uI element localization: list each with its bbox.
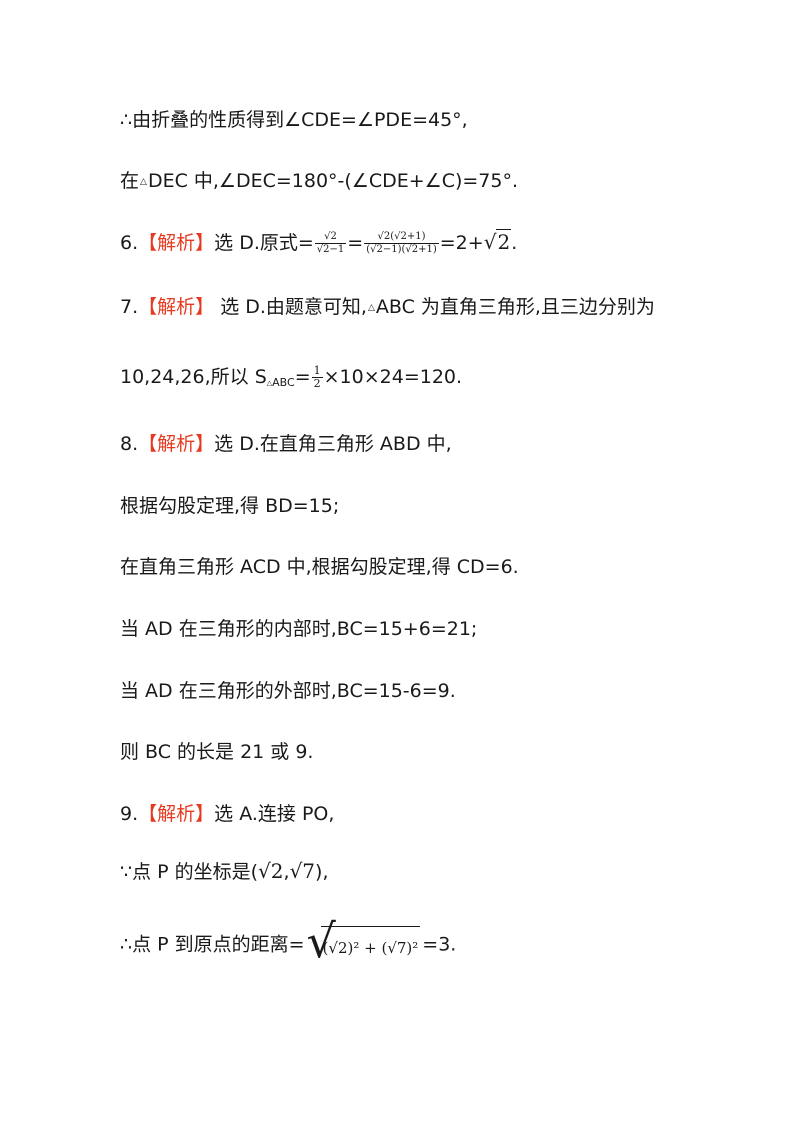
line-14-prefix: ∴点 P 到原点的距离= <box>120 933 305 956</box>
comma: , <box>283 861 290 883</box>
equals-sign: = <box>347 232 364 254</box>
fraction-denominator: 2 <box>313 377 321 390</box>
line-2-text: DEC 中,∠DEC=180°-(∠CDE+∠C)=75°. <box>147 170 519 192</box>
line-7-text: 根据勾股定理,得 BD=15; <box>120 495 340 517</box>
line-2-prefix: 在 <box>120 170 140 192</box>
radicand: 2 <box>496 229 512 254</box>
distance-radical: √(√2)² + (√7)² <box>307 918 421 966</box>
line-6-text: 选 D.在直角三角形 ABD 中, <box>214 433 452 455</box>
line-3-answer-6: 6.【解析】选 D.原式=√2√2−1=√2(√2+1)(√2−1)(√2+1)… <box>120 229 517 256</box>
subscript-text: ABC <box>272 376 295 389</box>
radical-sign: √ <box>483 230 497 254</box>
line-11: 则 BC 的长是 21 或 9. <box>120 739 313 765</box>
period: . <box>511 232 518 254</box>
line-2: 在△DEC 中,∠DEC=180°-(∠CDE+∠C)=75°. <box>120 168 518 195</box>
triangle-icon: △ <box>367 303 375 313</box>
line-14: ∴点 P 到原点的距离=√(√2)² + (√7)²=3. <box>120 918 457 966</box>
sqrt-2-symbol: √2 <box>483 229 512 255</box>
fraction-1: √2√2−1 <box>314 231 347 256</box>
line-12-answer-9: 9.【解析】选 A.连接 PO, <box>120 801 334 827</box>
analysis-tag: 【解析】 <box>138 232 215 254</box>
line-8: 在直角三角形 ACD 中,根据勾股定理,得 CD=6. <box>120 554 519 580</box>
line-1: ∴由折叠的性质得到∠CDE=∠PDE=45°, <box>120 107 468 133</box>
radicand-expression: (√2)² + (√7)² <box>320 926 421 961</box>
line-12-text: 选 A.连接 PO, <box>214 803 335 825</box>
analysis-tag: 【解析】 <box>138 433 215 455</box>
fraction-numerator: 1 <box>311 364 323 378</box>
line-4-prefix: 选 D.由题意可知, <box>214 296 367 318</box>
radical-sign: √ <box>306 914 336 968</box>
fraction-2-numerator: √2(√2+1) <box>364 231 439 244</box>
line-9: 当 AD 在三角形的内部时,BC=15+6=21; <box>120 616 477 642</box>
line-3-prefix: 选 D.原式= <box>214 232 314 254</box>
equals-sign: = <box>294 366 311 388</box>
sqrt-7: √7 <box>289 859 316 883</box>
line-13: ∵点 P 的坐标是(√2,√7), <box>120 858 328 885</box>
question-number: 6. <box>120 232 139 254</box>
line-1-text: ∴由折叠的性质得到∠CDE=∠PDE=45°, <box>120 109 468 131</box>
line-5-prefix: 10,24,26,所以 S <box>120 366 267 388</box>
line-13-suffix: ), <box>315 861 329 883</box>
line-10-text: 当 AD 在三角形的外部时,BC=15-6=9. <box>120 680 456 702</box>
area-subscript: △ABC <box>267 376 295 389</box>
question-number: 7. <box>120 296 139 318</box>
fraction-2-denominator: (√2−1)(√2+1) <box>366 244 437 255</box>
triangle-icon: △ <box>140 177 147 187</box>
line-14-result: =3. <box>422 933 457 956</box>
line-3-result: =2+ <box>439 232 484 254</box>
fraction-1-denominator: √2−1 <box>316 244 345 255</box>
analysis-tag: 【解析】 <box>138 803 215 825</box>
line-4-text: ABC 为直角三角形,且三边分别为 <box>375 296 655 318</box>
question-number: 8. <box>120 433 139 455</box>
line-10: 当 AD 在三角形的外部时,BC=15-6=9. <box>120 678 456 704</box>
triangle-icon: △ <box>266 379 273 387</box>
line-7: 根据勾股定理,得 BD=15; <box>120 493 339 519</box>
line-8-text: 在直角三角形 ACD 中,根据勾股定理,得 CD=6. <box>120 556 519 578</box>
line-4-answer-7: 7.【解析】 选 D.由题意可知,△ABC 为直角三角形,且三边分别为 <box>120 294 655 321</box>
question-number: 9. <box>120 803 139 825</box>
sqrt-2: √2 <box>258 859 284 883</box>
line-11-text: 则 BC 的长是 21 或 9. <box>120 741 314 763</box>
fraction-2: √2(√2+1)(√2−1)(√2+1) <box>364 231 439 256</box>
line-6-answer-8: 8.【解析】选 D.在直角三角形 ABD 中, <box>120 431 452 457</box>
line-13-prefix: ∵点 P 的坐标是( <box>120 861 259 883</box>
line-5-result: ×10×24=120. <box>323 366 463 388</box>
fraction-1-numerator: √2 <box>314 231 347 244</box>
analysis-tag: 【解析】 <box>138 296 215 318</box>
line-9-text: 当 AD 在三角形的内部时,BC=15+6=21; <box>120 618 478 640</box>
